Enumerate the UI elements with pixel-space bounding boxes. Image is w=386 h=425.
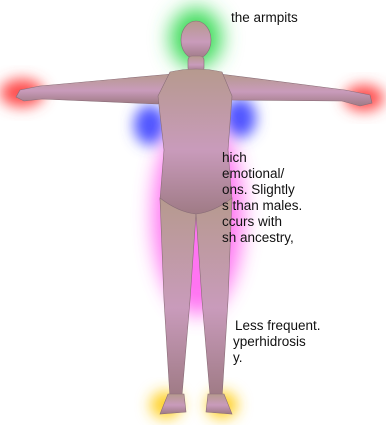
text-block-armpits: the armpits <box>231 10 298 26</box>
text-block-description: hich emotional/ ons. Slightly s than mal… <box>222 150 302 246</box>
torso <box>158 69 232 216</box>
text-line: Less frequent. <box>233 318 321 334</box>
text-line: emotional/ <box>222 166 302 182</box>
text-line: yperhidrosis <box>233 334 321 350</box>
text-line: sh ancestry, <box>222 230 302 246</box>
text-line: hich <box>222 150 302 166</box>
text-line: y. <box>233 350 321 366</box>
left-arm <box>16 74 172 104</box>
text-line: the armpits <box>231 10 298 26</box>
text-line: ccurs with <box>222 214 302 230</box>
text-line: s than males. <box>222 198 302 214</box>
text-block-frequency: Less frequent. yperhidrosis y. <box>233 318 321 366</box>
text-line: ons. Slightly <box>222 182 302 198</box>
head <box>181 21 211 59</box>
